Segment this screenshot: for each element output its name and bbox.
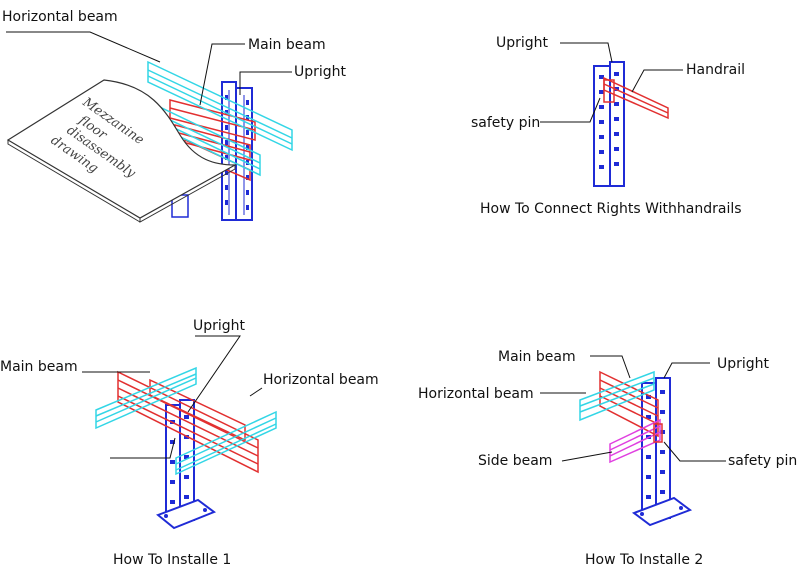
label-horizontal-beam: Horizontal beam — [2, 9, 118, 25]
panel-3-assembly — [82, 335, 277, 530]
label-main-beam: Main beam — [498, 349, 576, 365]
label-safety-pin: safety pin — [471, 115, 541, 131]
label-handrail: Handrail — [686, 62, 745, 78]
label-upright: Upright — [717, 356, 770, 372]
panel-3-leaders — [82, 335, 263, 459]
upright-column — [156, 399, 217, 530]
panel-2-leaders — [540, 42, 683, 123]
upright-column — [593, 61, 625, 187]
label-upright: Upright — [294, 64, 347, 80]
label-main-beam: Main beam — [248, 37, 326, 53]
label-safety-pin: safety pin — [728, 453, 798, 469]
label-upright: Upright — [496, 35, 549, 51]
label-horizontal-beam: Horizontal beam — [263, 372, 379, 388]
main-beam-red — [599, 370, 659, 438]
caption-install-1: How To Installe 1 — [113, 552, 232, 568]
label-main-beam: Main beam — [0, 359, 78, 375]
panel-2-assembly — [540, 42, 683, 187]
caption-connect-handrails: How To Connect Rights Withhandrails — [480, 201, 742, 217]
panel-1-leaders — [6, 31, 292, 106]
panel-4-assembly — [540, 355, 726, 527]
label-upright: Upright — [193, 318, 246, 334]
label-side-beam: Side beam — [478, 453, 553, 469]
side-beam-magenta — [609, 418, 661, 464]
handrail-red — [603, 76, 669, 120]
mezzanine-floor-sheet — [6, 79, 238, 223]
caption-install-2: How To Installe 2 — [585, 552, 704, 568]
label-horizontal-beam: Horizontal beam — [418, 386, 534, 402]
panel-4-leaders — [540, 355, 726, 462]
safety-pin-part — [653, 423, 663, 443]
horizontal-beam-cyan — [95, 366, 277, 476]
upright-column — [631, 377, 693, 527]
panel-1-assembly: Mezzanine floor disassembly drawing — [6, 31, 293, 223]
horizontal-beam-cyan — [579, 370, 655, 422]
